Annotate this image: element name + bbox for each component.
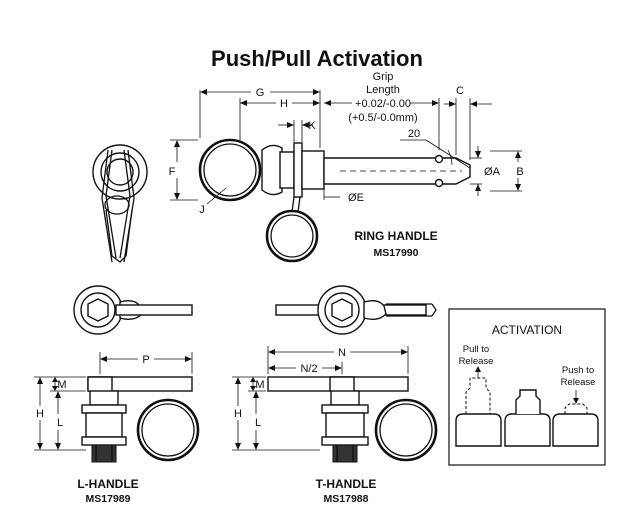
l-handle-part-number: MS17989 <box>86 493 131 505</box>
ring-handle-labels: G H Grip Length +0.02/-0.00 (+0.5/-0.0mm… <box>169 71 524 259</box>
dim-label-j: J <box>199 204 205 216</box>
dim-label-m: M <box>255 379 264 391</box>
push-to-release-illustration <box>552 390 599 447</box>
grip-length-line-2: Length <box>366 84 400 96</box>
dim-label-n: N <box>338 347 346 359</box>
t-handle-front-view <box>267 376 438 463</box>
dim-label-f: F <box>169 166 176 178</box>
t-handle-caption: T-HANDLE <box>316 477 377 491</box>
ring-handle-side-view <box>198 138 471 263</box>
pull-to-release-line-1: Pull to <box>463 344 489 355</box>
ring-handle-part-number: MS17990 <box>374 247 419 259</box>
ring-handle-dimensions <box>170 89 522 205</box>
l-handle-top-view <box>73 285 193 335</box>
t-handle-labels: N N/2 M H L T-HANDLE MS17988 <box>234 347 376 505</box>
t-handle-part-number: MS17988 <box>324 493 369 505</box>
dim-label-h: H <box>234 408 242 420</box>
activation-panel: ACTIVATION Pull to Release Push to Relea… <box>448 308 606 466</box>
dim-label-b: B <box>516 166 523 178</box>
dim-label-h: H <box>36 408 44 420</box>
l-handle-caption: L-HANDLE <box>77 477 138 491</box>
dim-label-n-half: N/2 <box>300 363 317 375</box>
grip-length-line-4: (+0.5/-0.0mm) <box>348 112 417 124</box>
dim-label-p: P <box>142 354 149 366</box>
t-handle-dimensions <box>232 346 409 451</box>
ring-handle-end-view <box>92 144 148 263</box>
push-to-release-line-1: Push to <box>562 365 594 376</box>
push-to-release-line-2: Release <box>561 377 596 388</box>
dim-label-k: K <box>308 120 316 132</box>
ring-handle-caption: RING HANDLE <box>354 229 437 243</box>
pull-to-release-illustration <box>455 366 502 447</box>
dim-label-a: ØA <box>484 166 501 178</box>
dim-label-l: L <box>255 417 261 429</box>
dim-label-m: M <box>57 379 66 391</box>
dim-label-e: ØE <box>348 192 364 204</box>
dim-label-c: C <box>456 85 464 97</box>
grip-length-line-3: +0.02/-0.00 <box>355 98 411 110</box>
grip-length-line-1: Grip <box>373 71 394 83</box>
activation-title: ACTIVATION <box>492 323 562 337</box>
dim-label-angle: 20 <box>408 128 420 140</box>
l-handle-labels: P M H L L-HANDLE MS17989 <box>36 354 150 505</box>
dim-label-h: H <box>280 98 288 110</box>
dim-label-l: L <box>57 417 63 429</box>
l-handle-front-view <box>81 376 200 463</box>
t-handle-top-view <box>275 285 437 335</box>
l-handle-dimensions <box>34 352 193 451</box>
page-title: Push/Pull Activation <box>211 46 423 71</box>
dim-label-g: G <box>256 87 265 99</box>
locked-illustration <box>504 389 551 447</box>
pull-to-release-line-2: Release <box>459 356 494 367</box>
